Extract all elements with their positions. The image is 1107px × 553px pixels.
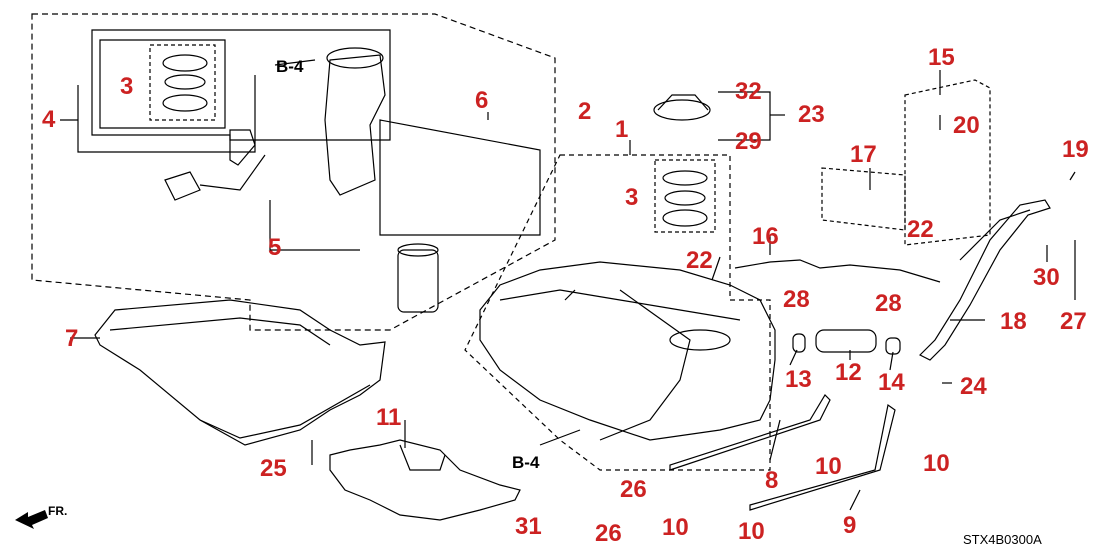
fuel-gauge: [229, 129, 256, 166]
callout-8: 8: [765, 467, 779, 494]
hose-12: [815, 329, 877, 353]
callout-25: 25: [260, 455, 287, 482]
callout-27: 27: [1060, 308, 1087, 335]
callout-16: 16: [752, 223, 779, 250]
callout-26-b: 26: [595, 520, 622, 547]
callout-22-b: 22: [907, 216, 934, 243]
callout-11: 11: [376, 404, 402, 431]
fuel-pump: [324, 54, 386, 196]
callout-5: 5: [268, 234, 282, 261]
retainer-cap: [653, 99, 711, 121]
fuel-filter: [397, 249, 439, 313]
callout-19: 19: [1062, 136, 1089, 163]
front-label: FR.: [48, 504, 68, 518]
under-shield: [329, 439, 521, 521]
callout-13: 13: [785, 366, 812, 393]
breather-tube: [734, 259, 941, 283]
callout-24: 24: [960, 373, 987, 400]
callout-4: 4: [42, 106, 56, 133]
callout-10-d: 10: [738, 518, 765, 545]
callout-10-c: 10: [662, 514, 689, 541]
callout-28-a: 28: [783, 286, 810, 313]
filler-pipe: [918, 199, 1051, 361]
callout-6: 6: [475, 87, 489, 114]
callout-18: 18: [1000, 308, 1027, 335]
callout-26-a: 26: [620, 476, 647, 503]
assembly-frame-2: [31, 13, 556, 331]
heat-shield: [94, 299, 386, 446]
callout-9: 9: [843, 512, 857, 539]
strap-8: [669, 394, 831, 471]
callout-22-a: 22: [686, 247, 713, 274]
strap-9: [749, 403, 896, 511]
fuel-tank: [479, 261, 776, 441]
callout-14: 14: [878, 369, 905, 396]
callout-12: 12: [835, 359, 862, 386]
callout-3-left: 3: [120, 73, 134, 100]
ref-b4-bottom: B-4: [512, 453, 540, 472]
callout-32: 32: [735, 78, 762, 105]
ref-b4-top: B-4: [276, 57, 304, 76]
front-arrow-icon: [15, 510, 48, 529]
callout-10-a: 10: [815, 453, 842, 480]
callout-29: 29: [735, 128, 762, 155]
callout-20: 20: [953, 112, 980, 139]
callout-15: 15: [928, 44, 955, 71]
callout-2: 2: [578, 98, 592, 125]
callout-10-b: 10: [923, 450, 950, 477]
callout-28-b: 28: [875, 290, 902, 317]
callout-3-right: 3: [625, 184, 639, 211]
callout-31: 31: [515, 513, 542, 540]
callout-30: 30: [1033, 264, 1060, 291]
assembly-frame-1: [464, 154, 771, 471]
callout-17: 17: [850, 141, 877, 168]
callout-1: 1: [615, 116, 629, 143]
diagram-code: STX4B0300A: [963, 532, 1042, 547]
callout-23: 23: [798, 101, 825, 128]
callout-7: 7: [65, 325, 79, 352]
